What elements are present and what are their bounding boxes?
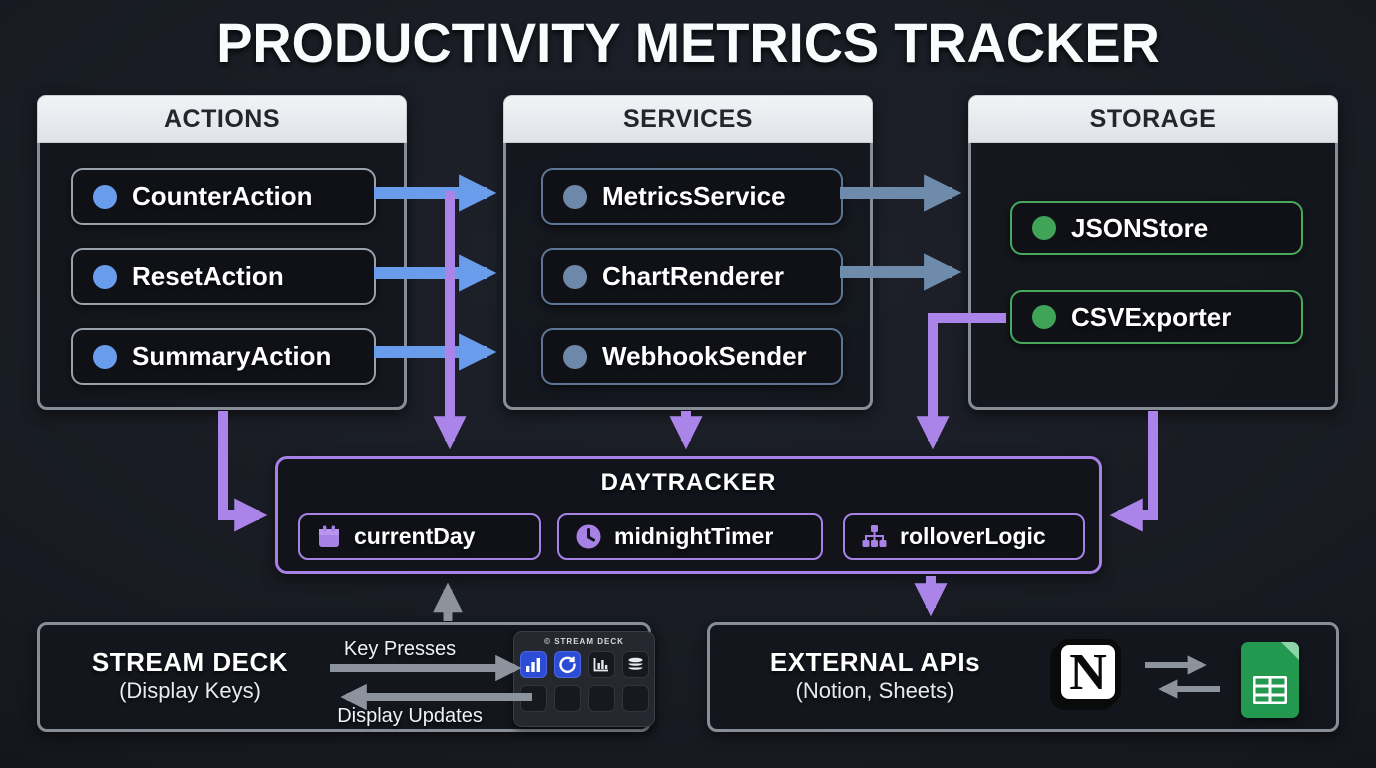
stream-deck-device: © STREAM DECK [513, 631, 655, 727]
services-panel: SERVICES MetricsService ChartRenderer We… [503, 95, 873, 410]
notion-icon: N [1055, 639, 1121, 705]
node-metricsservice: MetricsService [541, 168, 843, 225]
stream-deck-keys [519, 651, 649, 712]
stream-deck-title: STREAM DECK [91, 647, 289, 677]
node-chartrenderer: ChartRenderer [541, 248, 843, 305]
external-apis-label-block: EXTERNAL APIs (Notion, Sheets) [750, 647, 1000, 704]
google-sheets-icon [1241, 642, 1299, 718]
daytracker-panel: DAYTRACKER currentDay midnightTimer roll… [275, 456, 1102, 574]
stream-deck-panel: STREAM DECK (Display Keys) Key Presses D… [37, 622, 655, 732]
stream-deck-label-block: STREAM DECK (Display Keys) [65, 647, 315, 704]
stream-deck-subtitle: (Display Keys) [119, 678, 261, 703]
service-dot-icon [563, 264, 587, 289]
blank-key [553, 685, 581, 712]
arrow-storage-to-daytracker-right [1109, 411, 1158, 532]
arrow-csvexporter-to-daytracker [916, 313, 1006, 450]
node-rolloverlogic: rolloverLogic [843, 513, 1085, 560]
external-apis-panel: EXTERNAL APIs (Notion, Sheets) N [707, 622, 1339, 732]
action-dot-icon [93, 264, 117, 289]
service-dot-icon [563, 344, 587, 369]
arrow-actions-to-daytracker-left [218, 411, 268, 532]
actions-panel: ACTIONS CounterAction ResetAction Summar… [37, 95, 407, 410]
sync-arrows-icon [1145, 655, 1220, 699]
key-reset-icon [553, 651, 581, 678]
node-midnighttimer: midnightTimer [557, 513, 823, 560]
sitemap-icon [862, 525, 887, 547]
action-dot-icon [93, 184, 117, 209]
external-apis-subtitle: (Notion, Sheets) [795, 678, 955, 703]
key-chart-icon [587, 651, 615, 678]
blank-key [621, 685, 649, 712]
external-apis-title: EXTERNAL APIs [769, 647, 981, 677]
actions-panel-header: ACTIONS [37, 95, 407, 143]
clock-icon [576, 524, 601, 549]
node-webhooksender: WebhookSender [541, 328, 843, 385]
node-jsonstore: JSONStore [1010, 201, 1303, 255]
calendar-icon [319, 525, 339, 547]
storage-panel-header: STORAGE [968, 95, 1338, 143]
blank-key [587, 685, 615, 712]
page-title: PRODUCTIVITY METRICS TRACKER [216, 11, 1160, 74]
daytracker-title: DAYTRACKER [600, 469, 777, 496]
service-dot-icon [563, 184, 587, 209]
node-counteraction: CounterAction [71, 168, 376, 225]
key-layers-icon [621, 651, 649, 678]
services-panel-header: SERVICES [503, 95, 873, 143]
storage-dot-icon [1032, 216, 1056, 240]
node-currentday: currentDay [298, 513, 541, 560]
storage-dot-icon [1032, 305, 1056, 329]
action-dot-icon [93, 344, 117, 369]
storage-panel: STORAGE JSONStore CSVExporter [968, 95, 1338, 410]
node-csvexporter: CSVExporter [1010, 290, 1303, 344]
stream-deck-device-label: © STREAM DECK [544, 637, 624, 646]
node-resetaction: ResetAction [71, 248, 376, 305]
display-updates-label: Display Updates [337, 705, 483, 727]
key-presses-label: Key Presses [343, 638, 457, 660]
